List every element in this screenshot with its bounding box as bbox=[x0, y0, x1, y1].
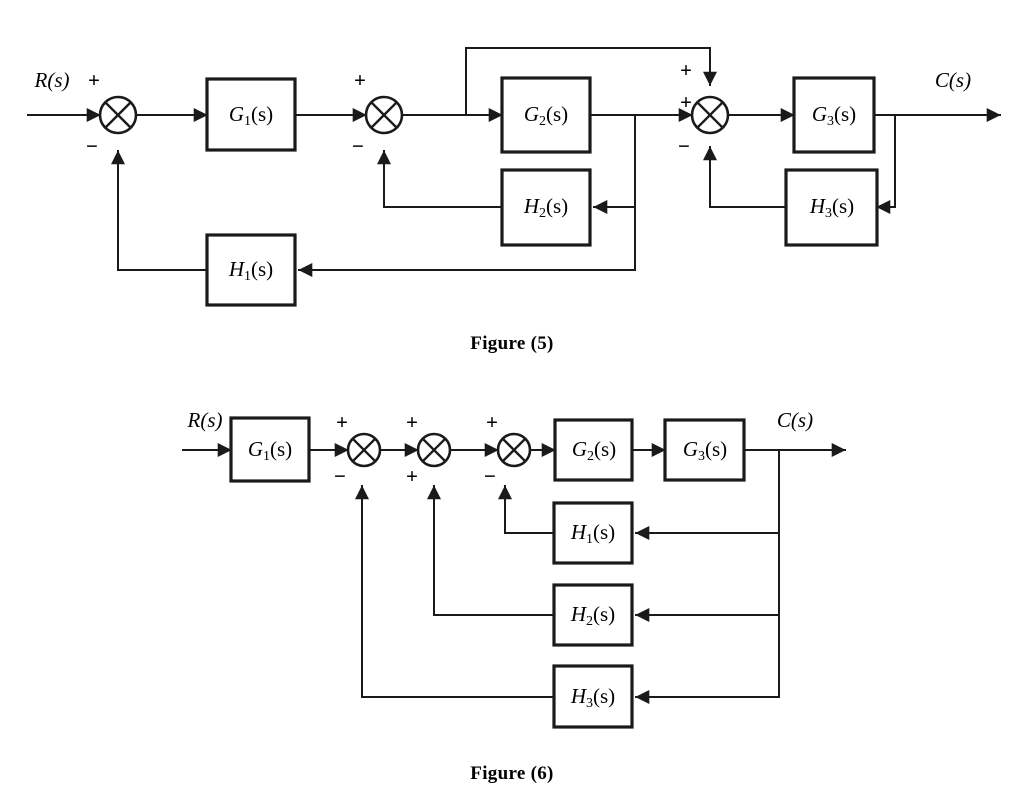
fig6-sum-1[interactable] bbox=[346, 432, 382, 468]
fig5-wires bbox=[27, 47, 1001, 277]
fig5-block-h1[interactable] bbox=[205, 233, 297, 307]
fig6-label-g1: G1(s) bbox=[248, 437, 292, 464]
figure-6-caption: Figure (6) bbox=[470, 763, 554, 784]
fig5-sum-3[interactable] bbox=[690, 95, 730, 135]
fig6-sign-sum1-plus: + bbox=[336, 410, 348, 434]
fig5-block-h2[interactable] bbox=[500, 168, 592, 247]
fig5-wire-tap-to-h1 bbox=[298, 206, 636, 277]
fig6-sum-2[interactable] bbox=[416, 432, 452, 468]
fig5-wire-feedforward-g2-bypass bbox=[465, 47, 717, 116]
fig5-sign-sum1-plus: + bbox=[88, 68, 100, 92]
fig6-block-g2[interactable] bbox=[553, 418, 634, 482]
fig6-sign-sum2-plus-bottom: + bbox=[406, 464, 418, 488]
fig6-sign-sum3-plus: + bbox=[486, 410, 498, 434]
fig5-block-g3[interactable] bbox=[792, 76, 876, 154]
fig6-sum-3[interactable] bbox=[496, 432, 532, 468]
fig5-label-g2: G2(s) bbox=[524, 102, 568, 129]
figure-5-caption: Figure (5) bbox=[470, 333, 554, 354]
fig6-wire-h1-to-sum3 bbox=[498, 485, 555, 534]
fig5-label-h2: H2(s) bbox=[523, 194, 568, 221]
fig5-wire-h3-to-sum3 bbox=[703, 146, 787, 208]
fig6-label-h1: H1(s) bbox=[570, 520, 615, 547]
fig6-label-input-r: R(s) bbox=[187, 408, 223, 432]
fig6-block-h2[interactable] bbox=[552, 583, 634, 647]
fig5-label-h3: H3(s) bbox=[809, 194, 854, 221]
fig5-label-g1: G1(s) bbox=[229, 102, 273, 129]
fig5-sign-sum2-plus: + bbox=[354, 68, 366, 92]
fig5-wire-h1-to-sum1 bbox=[111, 150, 208, 271]
fig5-sign-sum3-minus: − bbox=[678, 134, 690, 158]
fig6-sign-sum3-minus: − bbox=[484, 464, 496, 488]
fig6-sign-sum2-plus: + bbox=[406, 410, 418, 434]
fig5-block-g1[interactable] bbox=[205, 77, 297, 152]
fig5-sign-sum2-minus: − bbox=[352, 134, 364, 158]
fig6-sign-sum1-minus: − bbox=[334, 464, 346, 488]
fig5-label-h1: H1(s) bbox=[228, 257, 273, 284]
fig6-wires bbox=[182, 443, 846, 704]
fig5-label-g3: G3(s) bbox=[812, 102, 856, 129]
fig6-label-h2: H2(s) bbox=[570, 602, 615, 629]
fig6-block-g3[interactable] bbox=[663, 418, 746, 482]
fig6-block-h1[interactable] bbox=[552, 501, 634, 565]
fig6-label-g3: G3(s) bbox=[683, 437, 727, 464]
fig5-sign-sum3-plus-left: + bbox=[680, 90, 692, 114]
fig5-block-h3[interactable] bbox=[784, 168, 879, 247]
fig6-block-h3[interactable] bbox=[552, 664, 634, 729]
fig5-sign-sum1-minus: − bbox=[86, 134, 98, 158]
fig6-wire-h3-to-sum1 bbox=[355, 485, 555, 698]
fig5-sign-sum3-plus-top: + bbox=[680, 58, 692, 82]
fig5-wire-h2-to-sum2 bbox=[377, 150, 503, 208]
fig5-sum-2[interactable] bbox=[364, 95, 404, 135]
fig5-block-g2[interactable] bbox=[500, 76, 592, 154]
fig5-label-output-c: C(s) bbox=[935, 68, 971, 92]
fig5-wire-tap-to-h3 bbox=[876, 114, 896, 214]
fig6-label-output-c: C(s) bbox=[777, 408, 813, 432]
fig5-sum-1[interactable] bbox=[98, 95, 138, 135]
fig5-label-input-r: R(s) bbox=[34, 68, 70, 92]
fig6-label-g2: G2(s) bbox=[572, 437, 616, 464]
fig6-label-h3: H3(s) bbox=[570, 684, 615, 711]
fig6-wire-h2-to-sum2 bbox=[427, 485, 555, 616]
fig6-block-g1[interactable] bbox=[229, 416, 311, 483]
